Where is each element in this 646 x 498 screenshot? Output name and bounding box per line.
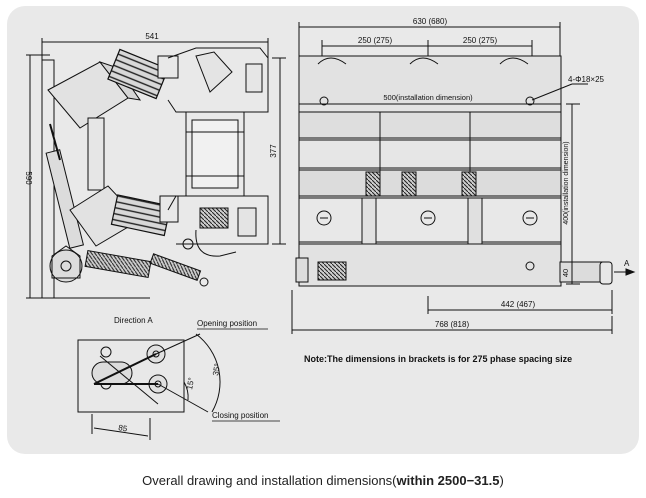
dim-500-install: 500(installation dimension)	[383, 93, 473, 102]
direction-a-title: Direction A	[114, 316, 153, 325]
direction-a-marker: A	[624, 259, 630, 268]
opening-position-label: Opening position	[197, 319, 257, 328]
direction-a-detail	[77, 333, 221, 440]
dim-377: 377	[269, 144, 278, 158]
dim-768: 768 (818)	[435, 320, 470, 329]
dim-250-right: 250 (275)	[463, 36, 498, 45]
dim-40: 40	[561, 269, 570, 277]
hole-spec: 4-Φ18×25	[568, 75, 605, 84]
figure-caption: Overall drawing and installation dimensi…	[0, 473, 646, 488]
dim-400-install: 400(installation dimension)	[563, 141, 570, 224]
dim-590: 590	[24, 171, 33, 185]
angle-15: 15°	[185, 377, 196, 390]
dim-442: 442 (467)	[501, 300, 536, 309]
dim-85: 85	[118, 423, 129, 434]
closing-position-label: Closing position	[212, 411, 268, 420]
dim-630: 630 (680)	[413, 17, 448, 26]
side-view	[26, 38, 286, 299]
front-view	[291, 22, 636, 334]
caption-end: )	[499, 473, 504, 488]
caption-text: Overall drawing and installation dimensi…	[142, 473, 397, 488]
angle-35: 35°	[211, 363, 222, 376]
dim-250-left: 250 (275)	[358, 36, 393, 45]
dim-541: 541	[145, 32, 159, 41]
note-text: Note:The dimensions in brackets is for 2…	[304, 354, 572, 364]
caption-bold: within 2500−31.5	[396, 473, 500, 488]
